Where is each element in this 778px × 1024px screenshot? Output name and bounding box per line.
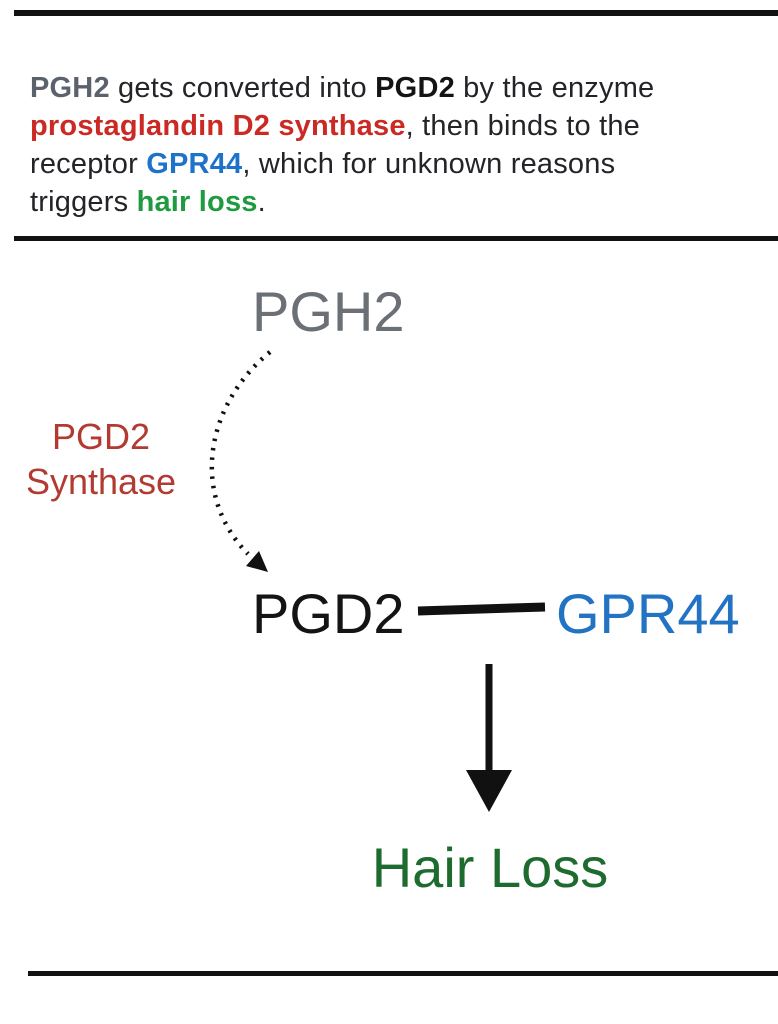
summary-text-6: triggers — [30, 186, 137, 218]
term-hair-loss: hair loss — [136, 186, 258, 218]
term-pgh2: PGH2 — [30, 72, 110, 104]
summary-text-3: , then binds to the — [405, 110, 641, 142]
term-gpr44: GPR44 — [146, 148, 243, 180]
summary-text-7: . — [257, 186, 266, 218]
label-pgd2-synthase-line1: PGD2 — [51, 416, 151, 457]
conversion-arrowhead-icon — [246, 551, 268, 572]
label-pgd2-synthase: PGD2 Synthase — [6, 414, 196, 504]
term-prostaglandin-d2-synthase: prostaglandin D2 synthase — [30, 110, 406, 142]
node-pgh2: PGH2 — [252, 280, 405, 343]
summary-text-4: receptor — [30, 148, 147, 180]
label-pgd2-synthase-line2: Synthase — [25, 461, 177, 502]
summary-text-5: , which for unknown reasons — [242, 148, 616, 180]
summary-paragraph: PGH2 gets converted into PGD2 by the enz… — [30, 69, 750, 221]
summary-text-2: by the enzyme — [454, 72, 655, 104]
middle-divider — [14, 236, 778, 241]
summary-text-1: gets converted into — [109, 72, 376, 104]
binding-line — [417, 602, 546, 616]
conversion-arrow-curve — [209, 350, 272, 556]
top-divider — [14, 10, 778, 16]
term-pgd2: PGD2 — [375, 72, 455, 104]
node-hair-loss: Hair Loss — [371, 836, 609, 899]
bottom-divider — [28, 971, 778, 976]
node-pgd2: PGD2 — [252, 582, 405, 645]
node-gpr44: GPR44 — [556, 582, 740, 645]
trigger-arrowhead-icon — [466, 770, 512, 812]
